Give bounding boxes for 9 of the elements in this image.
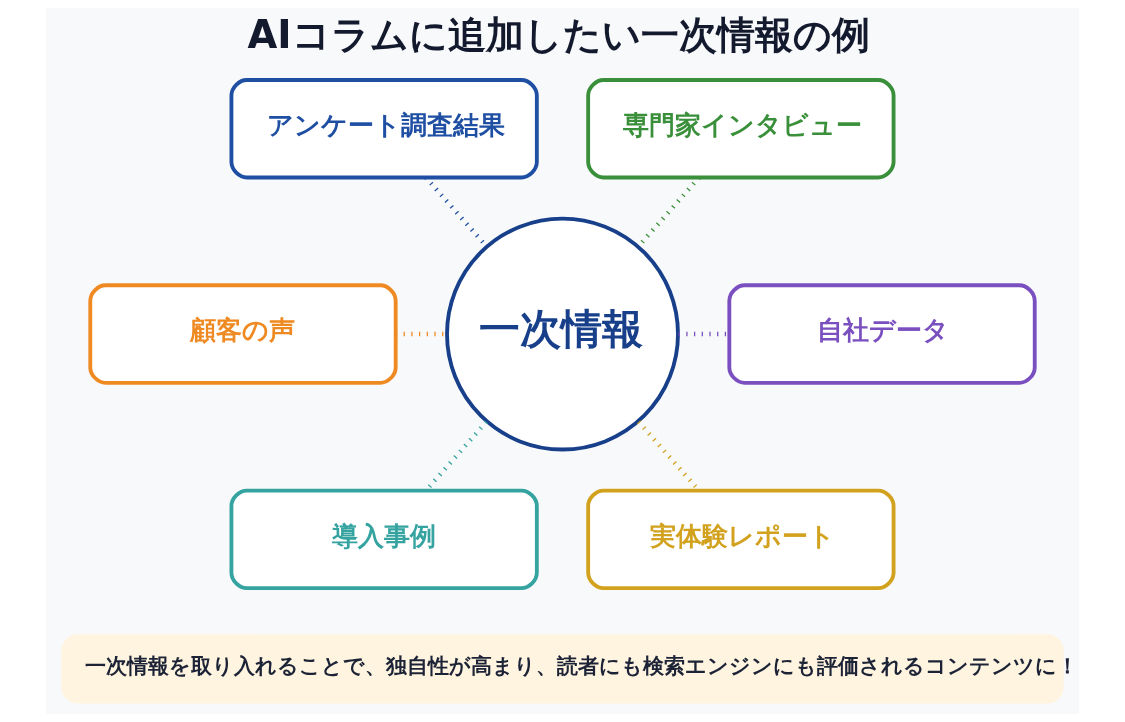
node-box: 導入事例 [229,488,539,591]
diagram-title: AIコラムに追加したい一次情報の例 [247,11,870,57]
node-box: 自社データ [727,283,1037,385]
node-box: 専門家インタビュー [586,78,896,180]
node-box: アンケート調査結果 [229,78,539,180]
node-box: 実体験レポート [586,488,896,591]
node-box: 顧客の声 [88,283,398,385]
node-circle: 一次情報 [445,216,680,452]
label: 一次情報を取り入れることで、独自性が高まり、読者にも検索エンジンにも評価されるコンテンツに！ [85,653,1079,678]
